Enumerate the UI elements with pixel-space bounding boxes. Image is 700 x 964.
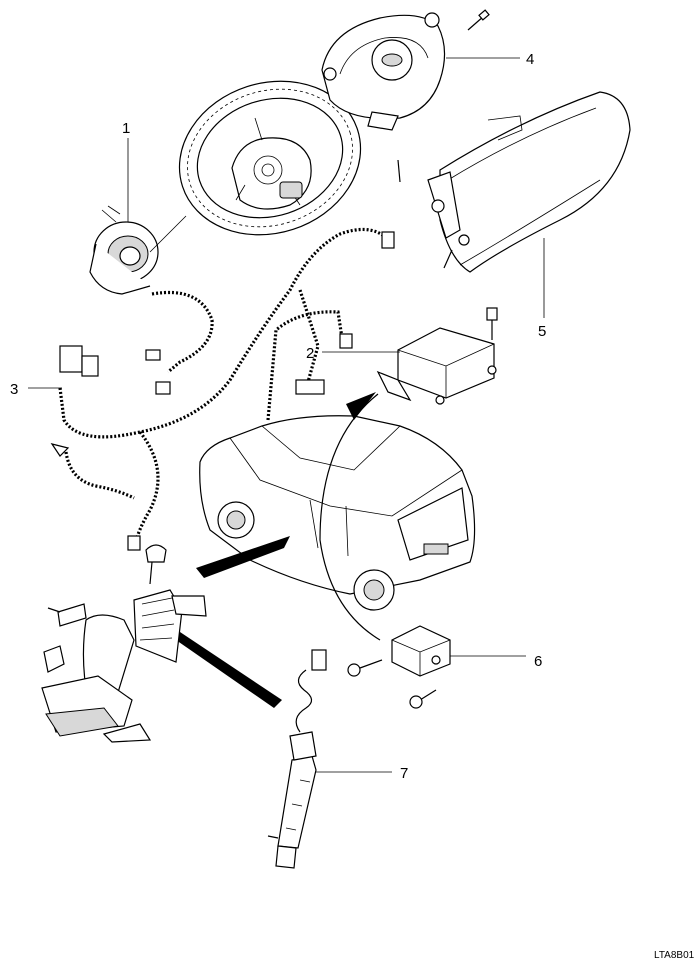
- figure-code: LTA8B01: [654, 950, 695, 961]
- steering-wheel: [178, 80, 362, 236]
- front-seat-assembly: [41, 544, 207, 743]
- callout-6: 6: [534, 653, 542, 670]
- driver-airbag-module: [321, 9, 490, 131]
- callout-4: 4: [526, 51, 534, 68]
- clock-spring: [89, 205, 187, 295]
- callout-5: 5: [538, 323, 546, 340]
- callout-1: 1: [122, 120, 130, 137]
- seat-belt-pretensioner: [267, 649, 327, 869]
- callout-2: 2: [306, 345, 314, 362]
- side-impact-sensor: [347, 625, 451, 709]
- passenger-airbag-module: [397, 91, 631, 273]
- sensing-diagnostic-module: [376, 307, 498, 405]
- vehicle-hatchback: [199, 415, 476, 611]
- airbag-wiring-harness: [50, 227, 395, 551]
- callout-7: 7: [400, 765, 408, 782]
- callout-3: 3: [10, 381, 18, 398]
